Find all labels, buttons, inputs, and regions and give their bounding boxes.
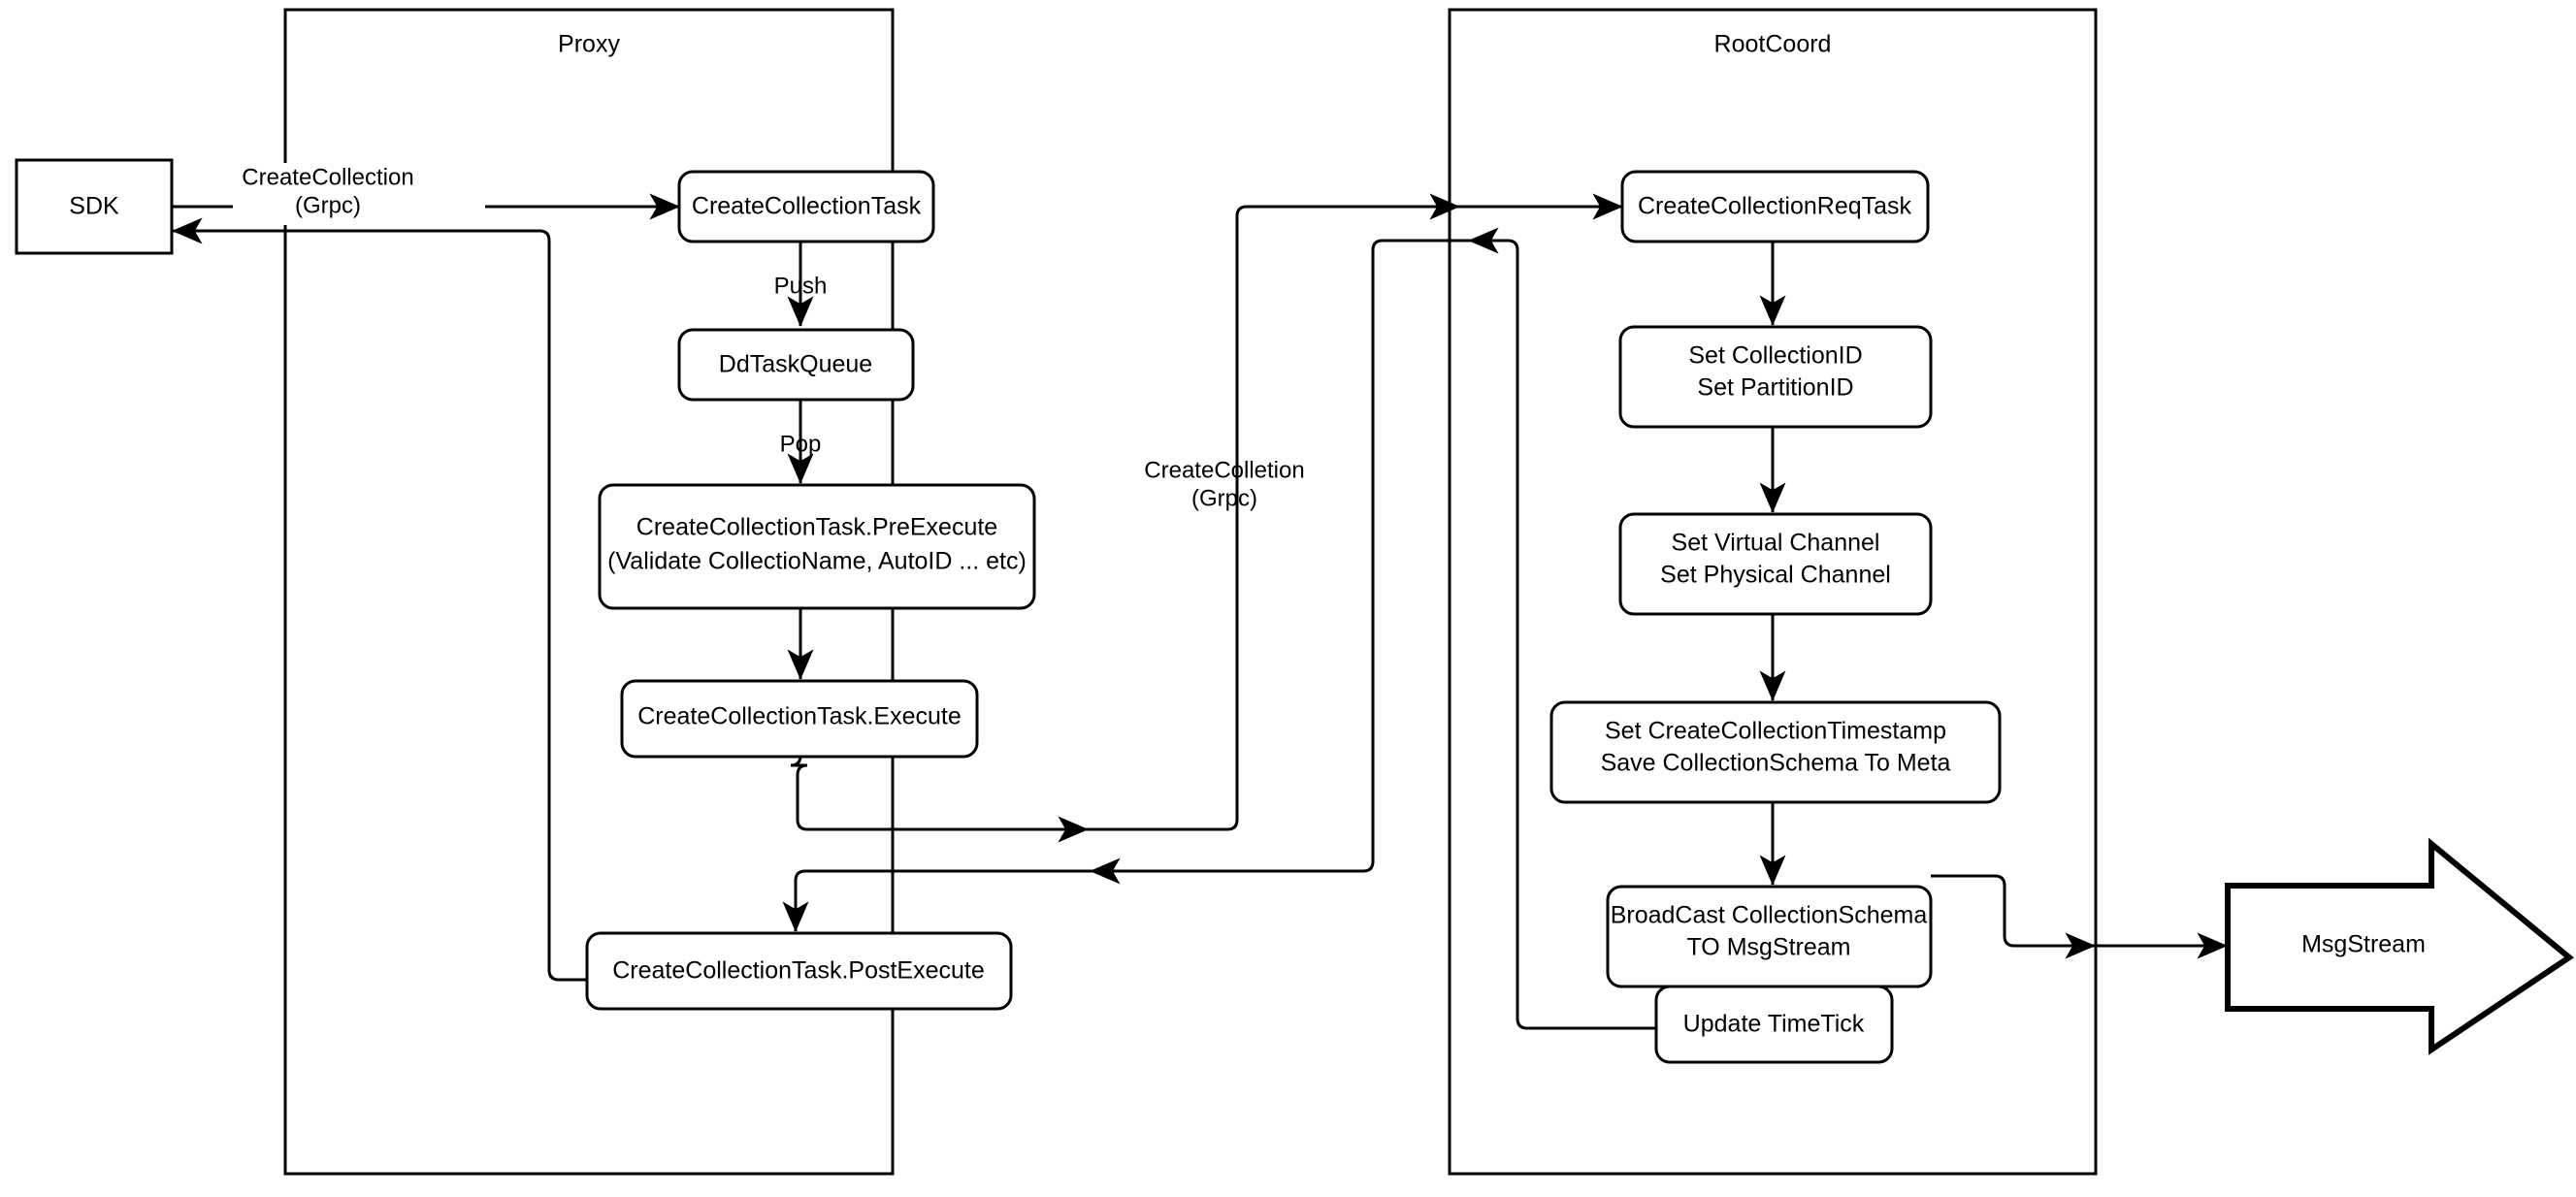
pre-execute-rect[interactable] bbox=[598, 483, 1036, 610]
edge-post-execute-to-sdk bbox=[172, 217, 587, 982]
node-create-collection-task-execute[interactable]: CreateCollectionTask.Execute bbox=[620, 679, 979, 759]
create-collection-req-task-rect[interactable] bbox=[1620, 170, 1930, 243]
set-timestamp-label-line2: Save CollectionSchema To Meta bbox=[1601, 750, 1951, 777]
edge-label-sdk-backdrop bbox=[233, 163, 485, 225]
sdk-rect[interactable] bbox=[15, 158, 174, 255]
set-ids-rect[interactable] bbox=[1618, 325, 1933, 429]
set-channels-label-line2: Set Physical Channel bbox=[1660, 562, 1891, 589]
create-collection-task-rect[interactable] bbox=[677, 170, 935, 243]
sdk-label: SDK bbox=[69, 193, 119, 220]
edge-rootcoord-response-riser bbox=[1090, 239, 1469, 885]
broadcast-schema-label-line1: BroadCast CollectionSchema bbox=[1611, 902, 1928, 929]
update-timetick-rect[interactable] bbox=[1654, 985, 1894, 1064]
node-create-collection-task-pre-execute[interactable]: CreateCollectionTask.PreExecute (Validat… bbox=[598, 483, 1036, 610]
proxy-container-title: Proxy bbox=[558, 31, 620, 58]
pre-execute-label-line1: CreateCollectionTask.PreExecute bbox=[636, 514, 997, 541]
msgstream-label: MsgStream bbox=[2301, 931, 2426, 958]
rootcoord-container-title: RootCoord bbox=[1714, 31, 1832, 58]
node-create-collection-task-post-execute[interactable]: CreateCollectionTask.PostExecute bbox=[585, 931, 1013, 1011]
set-channels-rect[interactable] bbox=[1618, 512, 1933, 616]
create-collection-req-task-label: CreateCollectionReqTask bbox=[1638, 193, 1912, 220]
node-update-timetick[interactable]: Update TimeTick bbox=[1654, 985, 1894, 1064]
update-timetick-label: Update TimeTick bbox=[1683, 1011, 1865, 1038]
set-channels-label-line1: Set Virtual Channel bbox=[1672, 530, 1880, 557]
set-ids-label-line2: Set PartitionID bbox=[1697, 374, 1853, 402]
set-timestamp-label-line1: Set CreateCollectionTimestamp bbox=[1605, 718, 1946, 745]
node-create-collection-req-task[interactable]: CreateCollectionReqTask bbox=[1620, 170, 1930, 243]
edge-riser-to-rootcoord-boundary bbox=[1088, 193, 1460, 831]
node-set-channels[interactable]: Set Virtual Channel Set Physical Channel bbox=[1618, 512, 1933, 616]
set-ids-label-line1: Set CollectionID bbox=[1688, 342, 1862, 370]
node-create-collection-task[interactable]: CreateCollectionTask bbox=[677, 170, 935, 243]
execute-label: CreateCollectionTask.Execute bbox=[637, 703, 962, 730]
pre-execute-label-line2: (Validate CollectioName, AutoID ... etc) bbox=[607, 548, 1027, 575]
node-sdk[interactable]: SDK bbox=[15, 158, 174, 255]
edge-label-pop: Pop bbox=[780, 431, 822, 457]
edge-label-proxy-to-rootcoord-line2: (Grpc) bbox=[1191, 485, 1257, 511]
edge-label-push: Push bbox=[774, 273, 828, 299]
edge-label-proxy-to-rootcoord-line1: CreateColletion bbox=[1144, 457, 1304, 483]
msgstream-arrow-shape[interactable] bbox=[2225, 837, 2575, 1055]
node-broadcast-schema[interactable]: BroadCast CollectionSchema TO MsgStream bbox=[1606, 885, 1933, 988]
edge-response-to-post-execute bbox=[782, 869, 1091, 932]
broadcast-schema-label-line2: TO MsgStream bbox=[1686, 934, 1850, 961]
dd-task-queue-label: DdTaskQueue bbox=[719, 351, 872, 378]
node-set-ids[interactable]: Set CollectionID Set PartitionID bbox=[1618, 325, 1933, 429]
set-timestamp-save-meta-rect[interactable] bbox=[1549, 700, 2002, 804]
post-execute-label: CreateCollectionTask.PostExecute bbox=[612, 957, 985, 985]
node-msgstream[interactable]: MsgStream bbox=[2225, 837, 2575, 1055]
dd-task-queue-rect[interactable] bbox=[677, 328, 915, 402]
execute-rect[interactable] bbox=[620, 679, 979, 759]
edge-label-sdk-to-proxy-group: CreateCollection (Grpc) bbox=[233, 163, 485, 225]
edge-label-sdk-to-proxy-line1: CreateCollection bbox=[242, 164, 413, 190]
edge-label-sdk-to-proxy-line2: (Grpc) bbox=[295, 192, 361, 218]
edge-execute-to-rootcoord-out bbox=[790, 755, 1089, 843]
edge-broadcast-to-msgstream-out bbox=[1931, 874, 2096, 959]
edge-update-timetick-to-boundary bbox=[1468, 227, 1659, 1030]
node-dd-task-queue[interactable]: DdTaskQueue bbox=[677, 328, 915, 402]
post-execute-rect[interactable] bbox=[585, 931, 1013, 1011]
create-collection-task-label: CreateCollectionTask bbox=[692, 193, 922, 220]
node-set-timestamp-save-meta[interactable]: Set CreateCollectionTimestamp Save Colle… bbox=[1549, 700, 2002, 804]
